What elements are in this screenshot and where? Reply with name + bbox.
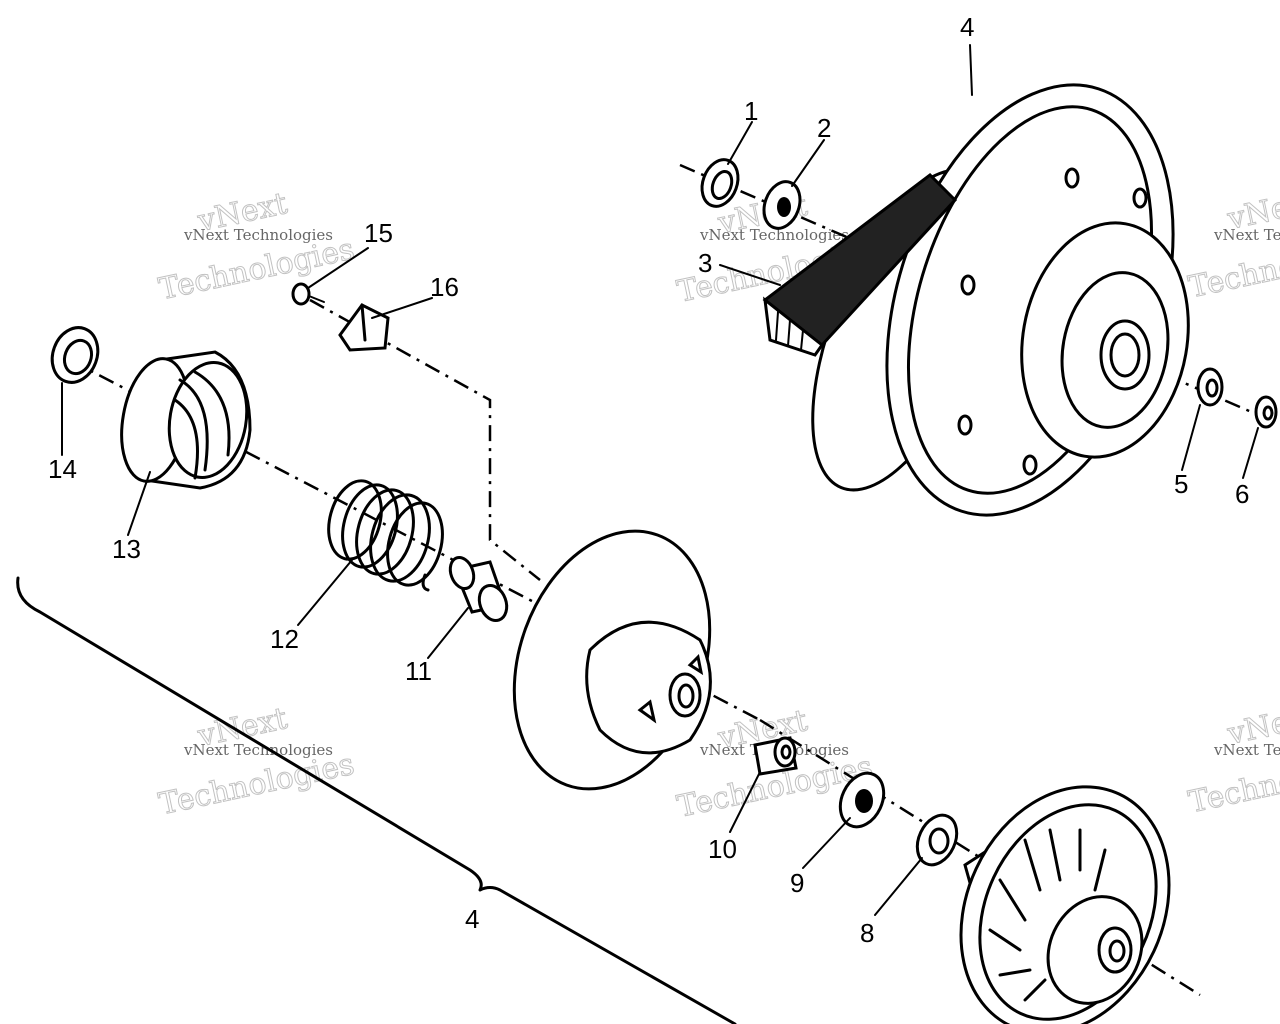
fixed-sheave-bore <box>1097 926 1133 974</box>
callout-12: 12 <box>270 624 299 654</box>
svg-text:vNext Technologies: vNext Technologies <box>1213 741 1280 759</box>
callout-5: 5 <box>1174 469 1188 499</box>
callout-9: 9 <box>790 868 804 898</box>
watermark-upper-left: vNext vNext Technologies Technologies <box>155 186 357 308</box>
callout-16: 16 <box>430 272 459 302</box>
leader-16 <box>371 297 433 319</box>
part-4-moveable-sheave <box>512 529 712 791</box>
leader-8 <box>874 857 923 916</box>
leader-lines <box>61 44 1259 916</box>
svg-text:vNext Technologies: vNext Technologies <box>1213 226 1280 244</box>
fixed-sheave <box>959 785 1171 1024</box>
part-13-cam <box>120 350 252 490</box>
part-5-washer <box>1196 367 1224 407</box>
leader-12 <box>297 559 353 626</box>
hub-lug <box>637 699 657 724</box>
watermark-lower-left: vNext vNext Technologies Technologies <box>155 701 357 823</box>
leader-11 <box>427 607 469 659</box>
callout-15: 15 <box>364 218 393 248</box>
part-12-spring <box>327 479 444 592</box>
part-10-nut <box>753 736 798 776</box>
bolt-hole <box>1022 454 1038 476</box>
part-9-washer <box>838 771 886 829</box>
watermark-upper-right: vNext vNext Technologies Technologies <box>1185 184 1280 306</box>
svg-text:vNext Technologies: vNext Technologies <box>183 741 333 759</box>
cam-ramps <box>173 370 231 480</box>
part-16-roller <box>338 303 390 352</box>
leader-3 <box>719 264 781 286</box>
hub-face <box>1060 271 1170 429</box>
leader-4-upper <box>969 44 973 96</box>
part-4-driven-clutch <box>811 83 1190 517</box>
fixed-sheave-fins <box>988 828 1107 1002</box>
callout-10: 10 <box>708 834 737 864</box>
leader-10 <box>729 771 761 833</box>
callout-1: 1 <box>744 96 758 126</box>
bolt-hole <box>957 414 973 436</box>
callout-4-upper: 4 <box>960 12 974 42</box>
svg-text:vNext Technologies: vNext Technologies <box>699 226 849 244</box>
part-14-snap-ring <box>50 326 100 384</box>
callout-4-lower: 4 <box>465 904 479 934</box>
callouts: 4 1 2 3 5 6 15 16 14 13 12 11 10 9 8 4 <box>48 12 1249 948</box>
part-11-bushing <box>448 556 509 622</box>
callout-8: 8 <box>860 918 874 948</box>
part-2-washer <box>762 180 802 230</box>
hub-lug <box>687 653 704 676</box>
bolt-hole <box>1064 167 1080 189</box>
leader-5 <box>1181 404 1201 471</box>
weight-axis-line <box>309 298 541 581</box>
part-8-washer <box>915 813 959 867</box>
callout-2: 2 <box>817 113 831 143</box>
leader-9 <box>802 817 851 869</box>
svg-text:vNext Technologies: vNext Technologies <box>183 226 333 244</box>
bolt-hole <box>960 274 976 296</box>
hub-bore <box>1099 319 1151 391</box>
hub-bore-inner <box>1109 332 1141 378</box>
bolt-hole <box>1132 187 1148 209</box>
part-6-nut <box>1254 395 1278 429</box>
callout-6: 6 <box>1235 479 1249 509</box>
leader-2 <box>791 139 825 187</box>
fixed-sheave-hub <box>1046 895 1144 1005</box>
part-15-pin <box>291 282 325 306</box>
leader-13 <box>127 471 151 536</box>
assembly-4-brace <box>16 576 737 1024</box>
callout-14: 14 <box>48 454 77 484</box>
leader-6 <box>1242 427 1259 479</box>
leader-1 <box>727 121 753 165</box>
callout-11: 11 <box>405 656 432 686</box>
moveable-sheave-hub <box>585 620 712 755</box>
watermark-lower-right: vNext vNext Technologies Technologies <box>1185 699 1280 821</box>
callout-13: 13 <box>112 534 141 564</box>
leader-15 <box>307 247 369 289</box>
callout-3: 3 <box>698 248 712 278</box>
part-1-seal <box>700 158 740 208</box>
moveable-sheave-bore <box>668 672 702 718</box>
part-3-drive-belt <box>762 173 958 357</box>
